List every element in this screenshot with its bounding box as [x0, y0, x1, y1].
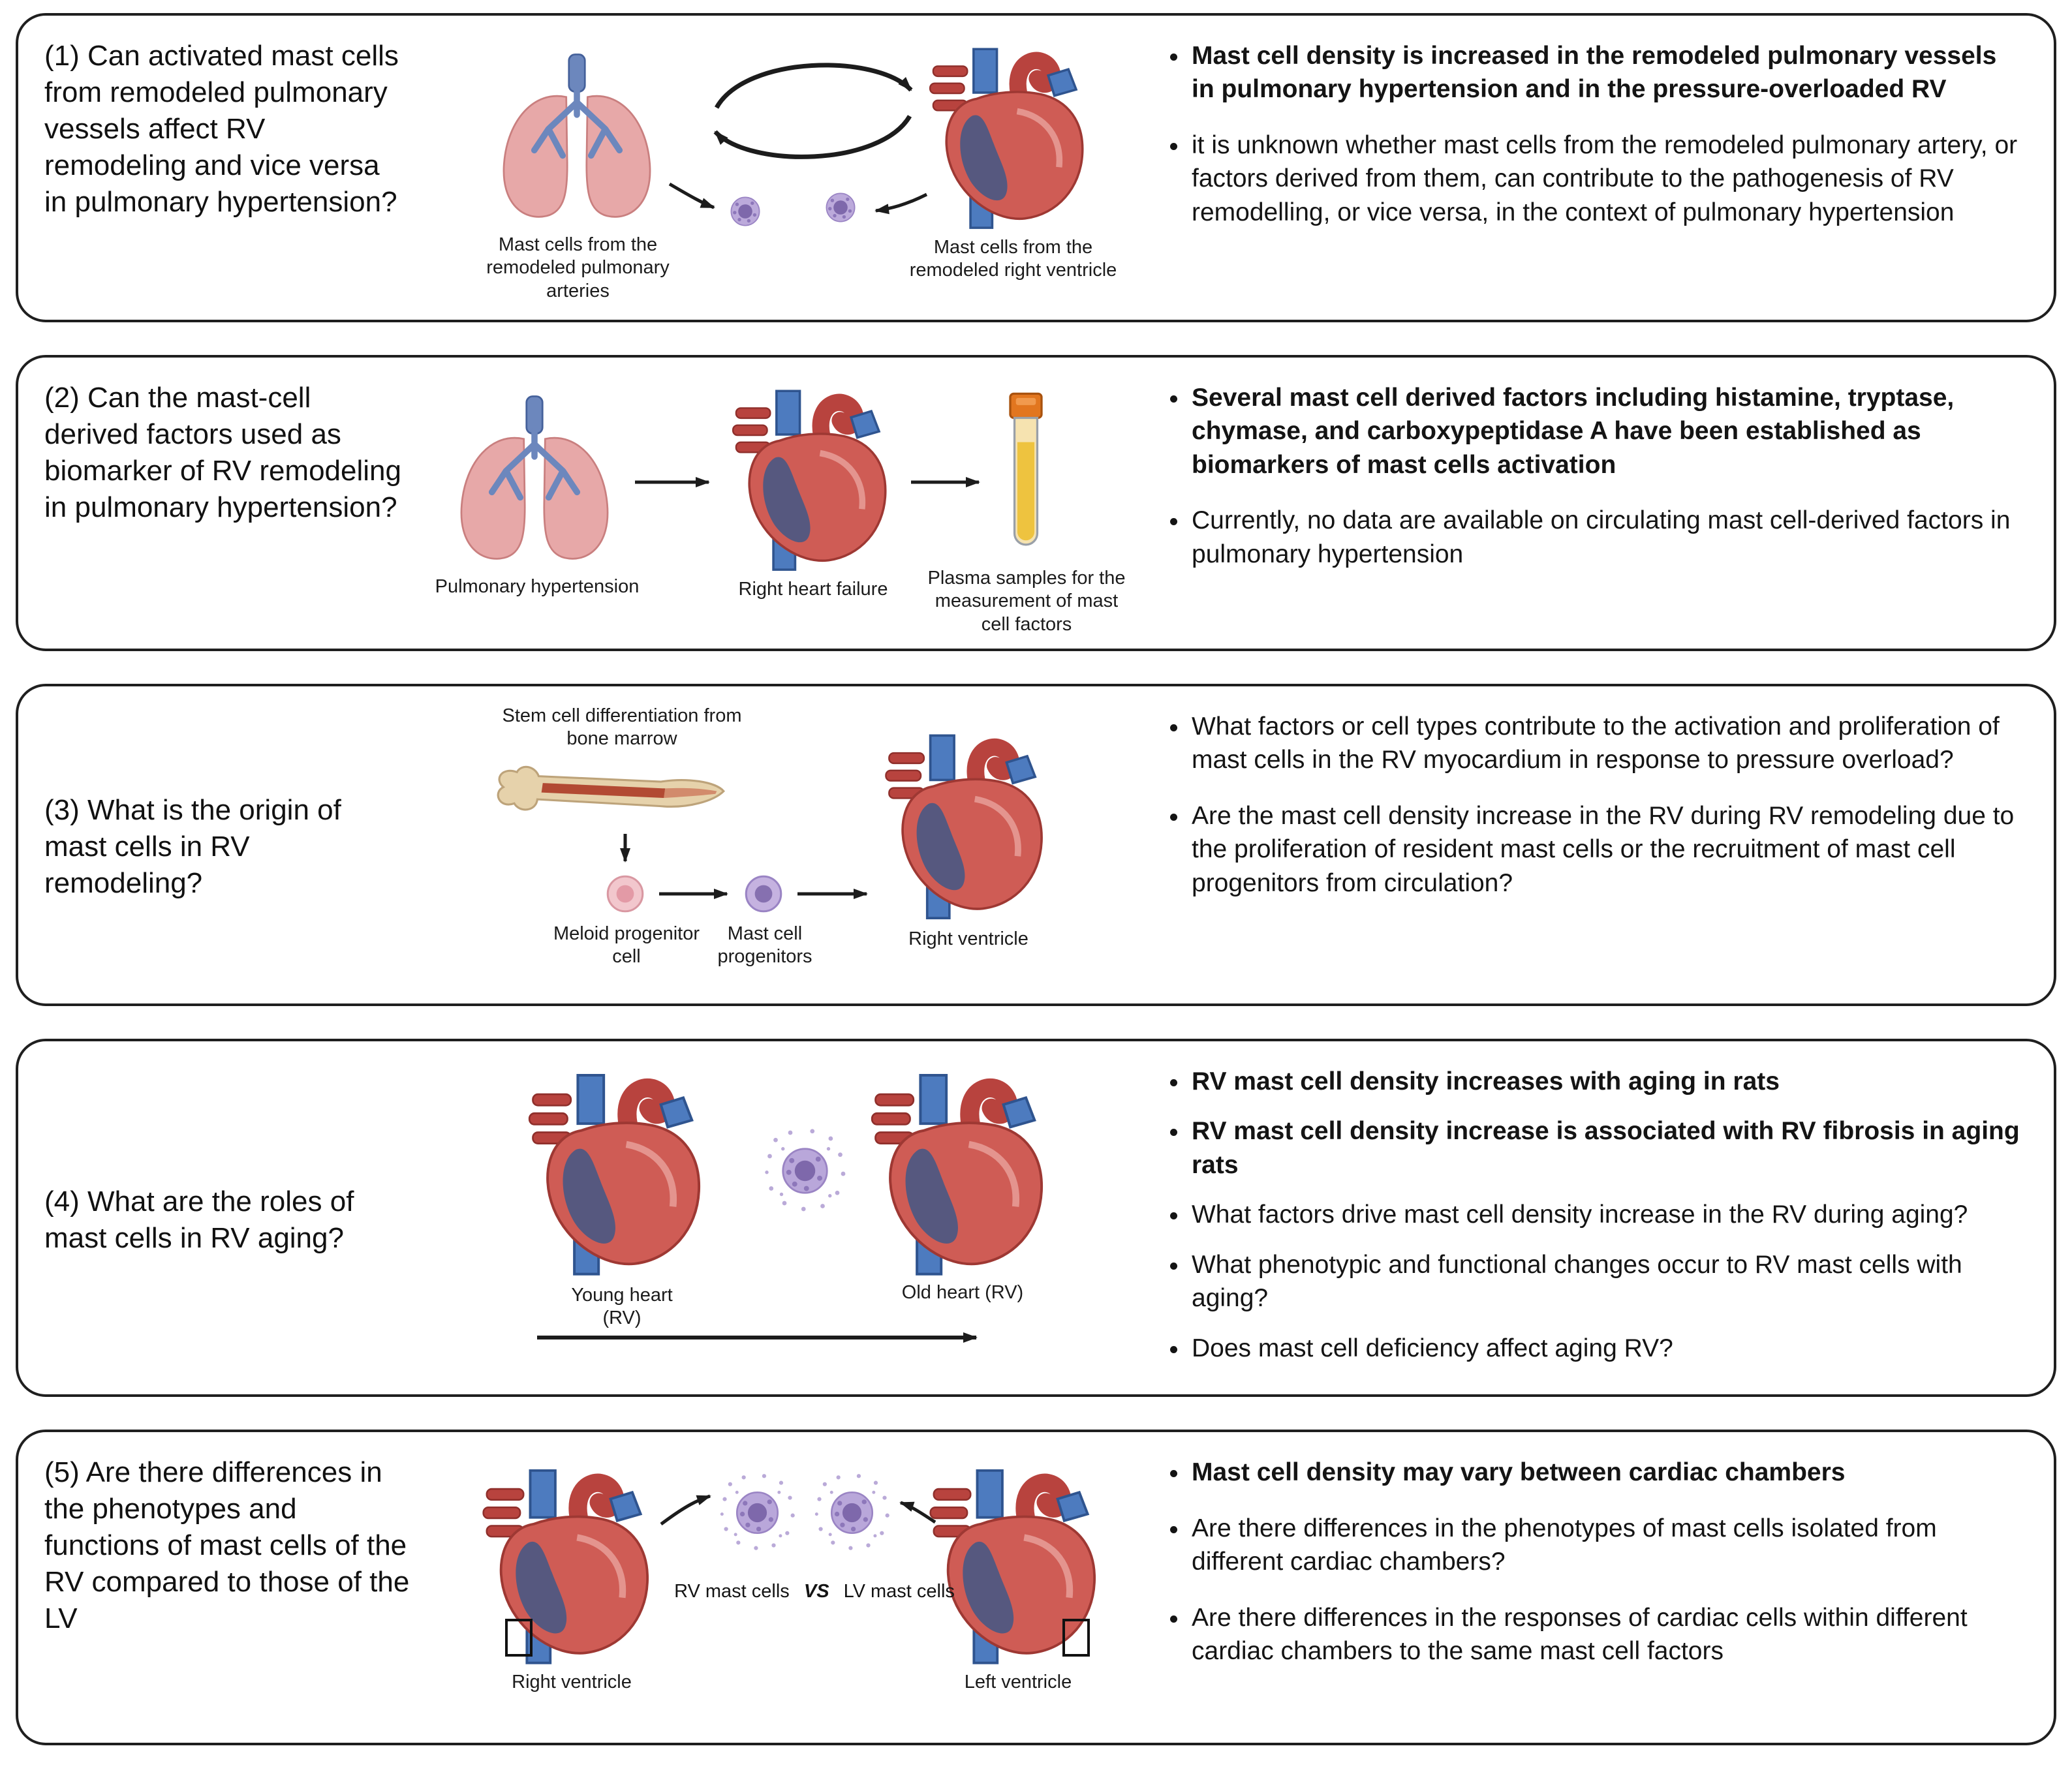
- panel2-bullets: Several mast cell derived factors includ…: [1141, 375, 2028, 593]
- rv-highlight-box: [505, 1619, 533, 1657]
- label-right-ventricle: Right ventricle: [512, 1672, 632, 1693]
- young-heart-icon: [529, 1075, 699, 1274]
- panel4-bullets: RV mast cell density increases with agin…: [1141, 1058, 2028, 1381]
- bullet: it is unknown whether mast cells from th…: [1189, 129, 2022, 229]
- bullet: Currently, no data are available on circ…: [1189, 504, 2022, 571]
- bullet: RV mast cell density increases with agin…: [1189, 1065, 2022, 1098]
- heart-icon: [886, 735, 1042, 918]
- panel4-art: Young heart (RV) Old heart (RV): [410, 1058, 1141, 1365]
- label-pulmonary-hypertension: Pulmonary hypertension: [435, 576, 640, 597]
- label-mast-cells-right-ventricle: Mast cells from the remodeled right vent…: [909, 237, 1117, 281]
- bullet: What factors or cell types contribute to…: [1189, 710, 2022, 777]
- old-heart-icon: [872, 1075, 1042, 1274]
- panel-5: (5) Are there differences in the phenoty…: [16, 1430, 2056, 1746]
- cycle-arrows-icon: [713, 115, 912, 159]
- label-mast-cells-pulmonary-arteries: Mast cells from the remodeled pulmonary …: [486, 234, 670, 301]
- bullet: Are the mast cell density increase in th…: [1189, 799, 2022, 900]
- right-ventricle-heart-icon: [484, 1471, 647, 1663]
- bullet: Mast cell density is increased in the re…: [1189, 39, 2022, 106]
- arrow-icon: [899, 1501, 936, 1524]
- label-mast-cell-progenitors: Mast cell progenitors: [717, 923, 812, 968]
- question-text: (4) What are the roles of mast cells in …: [44, 1185, 354, 1254]
- question-text: (5) Are there differences in the phenoty…: [44, 1456, 410, 1634]
- mast-cell-icon: [730, 196, 760, 226]
- left-ventricle-heart-icon: [931, 1471, 1094, 1663]
- bullet: Mast cell density may vary between cardi…: [1189, 1456, 2022, 1489]
- bullet: What phenotypic and functional changes o…: [1189, 1248, 2022, 1315]
- label-young-heart: Young heart (RV): [571, 1285, 673, 1329]
- panel4-illustration: [410, 1058, 1141, 1343]
- panel1-illustration: [410, 33, 1141, 307]
- lv-highlight-box: [1062, 1619, 1090, 1657]
- bullet-list: Mast cell density may vary between cardi…: [1159, 1456, 2022, 1668]
- panel-1: (1) Can activated mast cells from remode…: [16, 13, 2056, 322]
- bone-icon: [497, 765, 725, 811]
- arrow-icon: [874, 192, 928, 215]
- label-lv-mast-cells: LV mast cells: [843, 1581, 955, 1602]
- bullet: Does mast cell deficiency affect aging R…: [1189, 1332, 2022, 1365]
- label-rv-mast-cells: RV mast cells: [674, 1581, 790, 1602]
- mast-cell-icon: [826, 192, 856, 222]
- panel2-illustration: [410, 375, 1043, 635]
- panel5-art: RV mast cells VS LV mast cells Right ven…: [410, 1449, 1141, 1730]
- panel-3: (3) What is the origin of mast cells in …: [16, 684, 2056, 1006]
- panel5-illustration: [410, 1449, 1141, 1730]
- arrow-icon: [668, 182, 715, 209]
- panel3-bullets: What factors or cell types contribute to…: [1141, 703, 2028, 922]
- mast-cell-icon: [764, 1127, 846, 1212]
- panel1-bullets: Mast cell density is increased in the re…: [1141, 33, 2028, 251]
- panel3-illustration: [497, 703, 1141, 990]
- panel5-bullets: Mast cell density may vary between cardi…: [1141, 1449, 2028, 1690]
- cycle-arrows-icon: [714, 63, 913, 109]
- label-myeloid-progenitor-cell: Meloid progenitor cell: [553, 923, 700, 968]
- panel2-art: Pulmonary hypertension Right heart failu…: [410, 375, 1141, 635]
- panel3-art: Stem cell differentiation from bone marr…: [410, 703, 1141, 990]
- lungs-icon: [504, 54, 650, 217]
- label-vs: VS: [803, 1581, 829, 1602]
- bullet: Are there differences in the responses o…: [1189, 1601, 2022, 1668]
- bullet-list: RV mast cell density increases with agin…: [1159, 1065, 2022, 1365]
- bullet: RV mast cell density increase is associa…: [1189, 1114, 2022, 1182]
- arrow-icon: [660, 1494, 711, 1526]
- bullet-list: Mast cell density is increased in the re…: [1159, 39, 2022, 229]
- label-right-heart-failure: Right heart failure: [738, 579, 888, 600]
- question-text: (2) Can the mast-cell derived factors us…: [44, 382, 401, 523]
- label-right-ventricle: Right ventricle: [908, 928, 1028, 949]
- lv-mast-cell-icon: [814, 1473, 891, 1552]
- bullet-list: Several mast cell derived factors includ…: [1159, 381, 2022, 571]
- question-text: (1) Can activated mast cells from remode…: [44, 40, 399, 218]
- heart-icon: [733, 391, 886, 570]
- rv-mast-cell-icon: [719, 1473, 796, 1552]
- panel-4: (4) What are the roles of mast cells in …: [16, 1039, 2056, 1398]
- label-left-ventricle: Left ventricle: [964, 1672, 1072, 1693]
- question-text: (3) What is the origin of mast cells in …: [44, 794, 341, 899]
- vs-label-row: RV mast cells VS LV mast cells: [671, 1581, 958, 1602]
- mast-cell-progenitor-icon: [745, 875, 782, 913]
- panel1-art: Mast cells from the remodeled pulmonary …: [410, 33, 1141, 307]
- label-stem-cell-differentiation: Stem cell differentiation from bone marr…: [502, 705, 742, 750]
- heart-icon: [930, 49, 1083, 228]
- bullet-list: What factors or cell types contribute to…: [1159, 710, 2022, 900]
- label-plasma-samples: Plasma samples for the measurement of ma…: [927, 568, 1126, 635]
- label-old-heart: Old heart (RV): [901, 1282, 1024, 1303]
- lungs-icon: [461, 396, 608, 559]
- bullet: Are there differences in the phenotypes …: [1189, 1512, 2022, 1579]
- bullet: What factors drive mast cell density inc…: [1189, 1198, 2022, 1231]
- test-tube-icon: [1009, 392, 1043, 546]
- panel-2: (2) Can the mast-cell derived factors us…: [16, 355, 2056, 651]
- bullet: Several mast cell derived factors includ…: [1189, 381, 2022, 482]
- myeloid-progenitor-cell-icon: [606, 875, 644, 913]
